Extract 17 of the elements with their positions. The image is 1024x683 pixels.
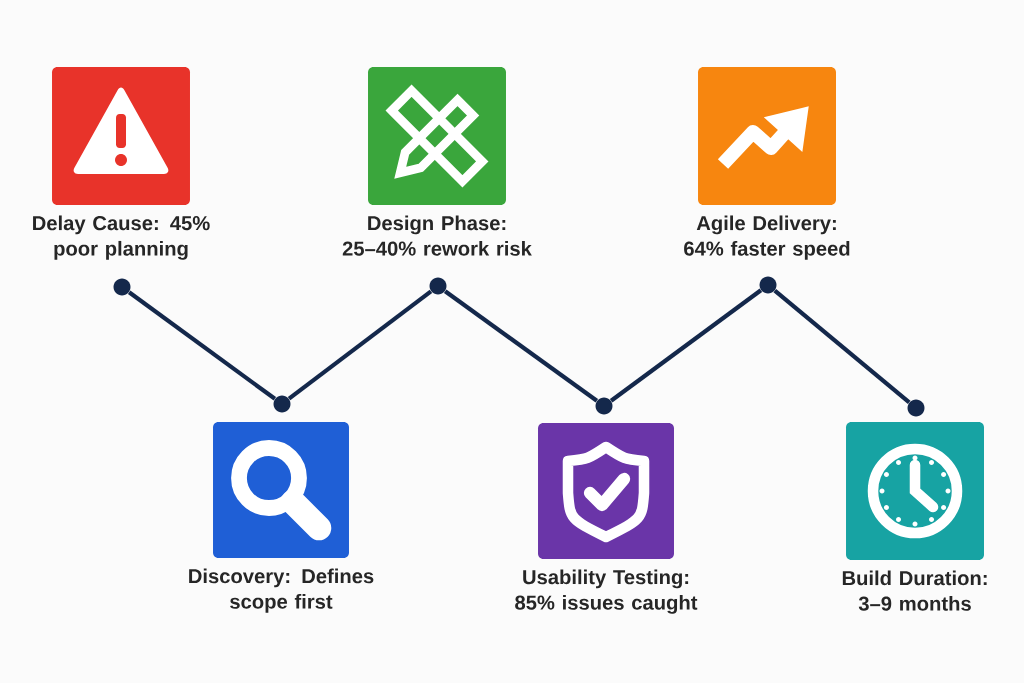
tile-caption: Agile Delivery: 64% faster speed	[684, 215, 850, 260]
connector-line	[127, 290, 277, 401]
connector-line	[443, 289, 599, 403]
timeline-dot	[759, 276, 777, 294]
timeline-dot	[429, 277, 447, 295]
timeline-dot	[273, 395, 291, 413]
tile-caption: Usability Testing: 85% issues caught	[515, 569, 698, 614]
connector-line	[773, 289, 911, 404]
tile-caption: Delay Cause: 45% poor planning	[33, 215, 210, 260]
timeline-dot	[907, 399, 925, 417]
timeline-dot	[595, 397, 613, 415]
connector-line	[609, 288, 763, 403]
connector-line	[287, 289, 433, 401]
tile-caption: Discovery: Defines scope first	[189, 568, 374, 613]
timeline-dot	[113, 278, 131, 296]
tile-caption: Build Duration: 3–9 months	[842, 570, 987, 611]
tile-caption: Design Phase: 25–40% rework risk	[342, 215, 532, 256]
